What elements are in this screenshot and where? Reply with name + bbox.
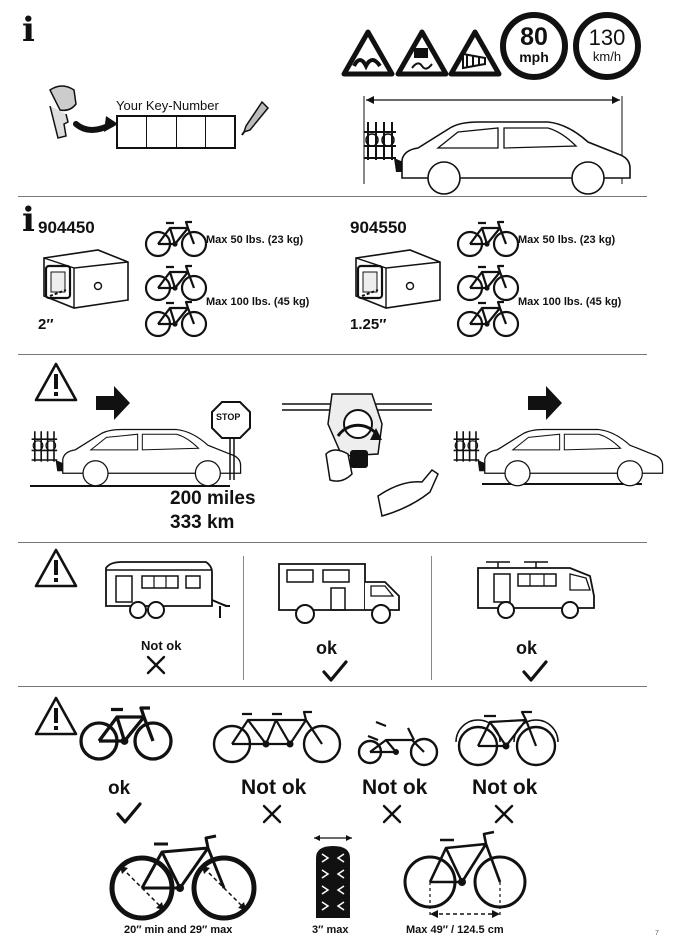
column-divider xyxy=(431,556,432,680)
bike-icon xyxy=(456,300,520,338)
car-with-bike-rack xyxy=(452,428,664,487)
column-divider xyxy=(243,556,244,680)
bike-icon xyxy=(456,264,520,302)
verdict-label: ok xyxy=(108,778,131,799)
distance-miles: 200 miles xyxy=(170,488,256,509)
model-number: 904450 xyxy=(38,218,95,237)
speed-limit-mph-unit: mph xyxy=(519,49,549,65)
standard-bike-image xyxy=(79,706,173,761)
motorhome-image xyxy=(477,561,595,619)
verdict-label: ok xyxy=(516,638,538,658)
key-number-label: Your Key-Number xyxy=(116,98,219,113)
car-with-bike-rack xyxy=(30,428,242,487)
arrow-right-icon xyxy=(96,386,130,420)
arrow-right-icon xyxy=(528,386,562,420)
cross-icon xyxy=(382,804,402,824)
max-load-single: Max 50 lbs. (23 kg) xyxy=(206,234,304,246)
warning-crosswind-icon xyxy=(448,29,502,77)
speed-limit-mph-value: 80 xyxy=(520,23,548,51)
receiver-size: 1.25″ xyxy=(350,316,387,333)
stop-sign-icon xyxy=(211,401,251,480)
max-load-total: Max 100 lbs. (45 kg) xyxy=(518,296,622,308)
key-icon xyxy=(49,85,118,139)
verdict-label: Not ok xyxy=(141,638,182,653)
bike-icon xyxy=(144,300,208,338)
verdict-label: Not ok xyxy=(362,776,428,799)
camper-truck-image xyxy=(278,563,400,624)
bike-icon xyxy=(144,220,208,258)
tire-width-diagram xyxy=(314,835,352,918)
info-icon: i xyxy=(22,10,35,50)
city-bike-image xyxy=(455,710,559,767)
wheelbase-max: Max 49″ / 124.5 cm xyxy=(406,924,504,936)
speed-limit-mph-sign: 80 mph xyxy=(500,12,568,80)
bike-icon xyxy=(144,264,208,302)
cross-icon xyxy=(494,804,514,824)
section-divider xyxy=(18,542,647,543)
speed-limit-kmh-unit: km/h xyxy=(592,49,622,64)
caravan-trailer-image xyxy=(105,561,230,619)
warning-bumpy-road-icon xyxy=(341,29,395,77)
check-icon xyxy=(322,660,348,682)
wheel-size-diagram xyxy=(109,834,257,921)
pen-icon xyxy=(241,100,270,136)
max-load-single: Max 50 lbs. (23 kg) xyxy=(518,234,616,246)
hitch-receiver-image xyxy=(354,248,442,310)
distance-km: 333 km xyxy=(170,512,235,533)
key-number-boxes xyxy=(116,115,236,149)
stop-sign-text: STOP xyxy=(216,412,241,422)
model-number: 904550 xyxy=(350,218,407,237)
tandem-bike-image xyxy=(212,710,342,764)
warning-icon xyxy=(34,548,78,588)
knob-tightening-illustration xyxy=(282,393,439,517)
cross-icon xyxy=(146,655,166,675)
wheel-size-range: 20″ min and 29″ max xyxy=(124,924,233,936)
section-divider xyxy=(18,196,647,197)
info-icon: i xyxy=(22,200,35,240)
car-with-bike-rack xyxy=(363,121,631,195)
check-icon xyxy=(116,802,142,824)
warning-icon xyxy=(34,362,78,402)
speed-limit-kmh-sign: 130 km/h xyxy=(573,12,641,80)
warning-slippery-road-icon xyxy=(395,29,449,77)
hitch-receiver-image xyxy=(42,248,130,310)
recumbent-bike-image xyxy=(357,720,439,767)
speed-limit-kmh-value: 130 xyxy=(588,25,626,50)
section-divider xyxy=(18,686,647,687)
tire-width-max: 3″ max xyxy=(312,924,349,936)
cross-icon xyxy=(262,804,282,824)
verdict-label: ok xyxy=(316,638,338,658)
bike-icon xyxy=(456,220,520,258)
receiver-size: 2″ xyxy=(38,316,54,333)
page-number: 7 xyxy=(655,930,659,937)
check-icon xyxy=(522,660,548,682)
warning-icon xyxy=(34,696,78,736)
verdict-label: Not ok xyxy=(241,776,307,799)
max-load-total: Max 100 lbs. (45 kg) xyxy=(206,296,310,308)
section-divider xyxy=(18,354,647,355)
verdict-label: Not ok xyxy=(472,776,538,799)
wheelbase-diagram xyxy=(403,830,527,918)
